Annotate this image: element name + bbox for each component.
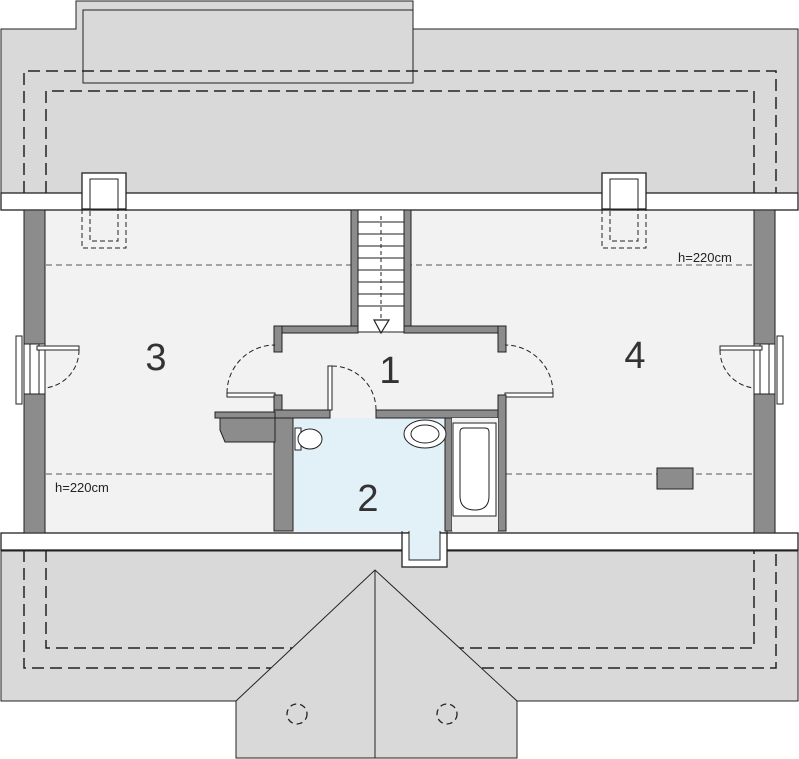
room-3-label: 3 (145, 337, 166, 379)
chimney-left (81, 172, 127, 249)
bathroom-wall-top-left (273, 409, 331, 419)
bathroom-door (327, 365, 333, 411)
staircase (350, 209, 412, 335)
gable-wall-right-upper (753, 209, 776, 345)
room-2-label: 2 (357, 478, 378, 520)
hallway-walls (273, 325, 507, 353)
eave-beam-bottom (0, 532, 799, 551)
bottom-roof (0, 550, 799, 759)
height-note-bottom: h=220cm (55, 480, 109, 495)
stair-direction-arrow (372, 319, 391, 335)
room-1-label: 1 (379, 350, 400, 392)
top-roof (0, 0, 799, 194)
bathroom-wall-top-right (375, 409, 507, 419)
bathroom-wall-right (497, 394, 507, 532)
skylight-right-symbol (436, 703, 458, 725)
room-4-label: 4 (624, 335, 645, 377)
gable-wall-left-lower (23, 393, 46, 534)
window-left (15, 335, 80, 405)
toilet (294, 427, 323, 451)
window-right (719, 335, 784, 405)
gable-wall-left-upper (23, 209, 46, 345)
dormer-gable (235, 569, 518, 759)
chimney-right (601, 172, 647, 249)
room-3-ledge (214, 411, 276, 443)
room-4-vent (656, 467, 694, 490)
bathroom-wall-left (273, 409, 294, 532)
skylight-left-symbol (286, 703, 308, 725)
gable-wall-right-lower (753, 393, 776, 534)
washbasin (403, 419, 447, 449)
height-note-top: h=220cm (678, 250, 732, 265)
bathtub (452, 422, 497, 517)
bathroom (273, 365, 507, 532)
